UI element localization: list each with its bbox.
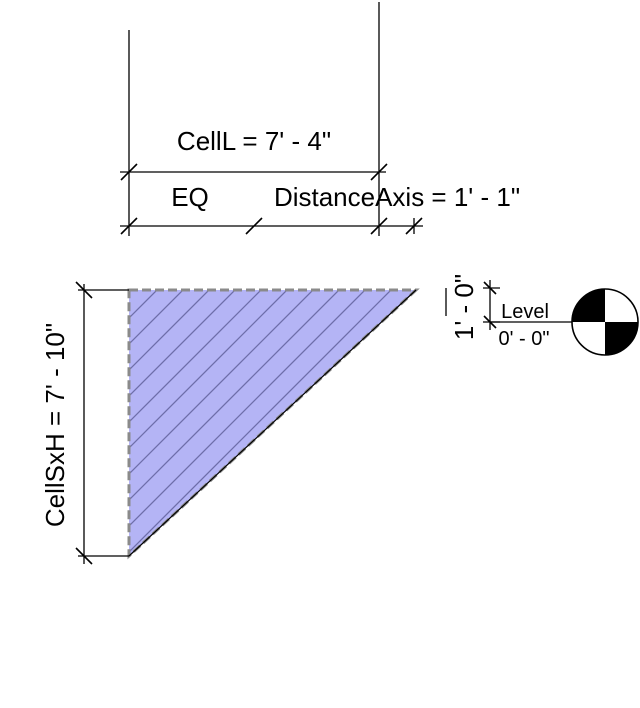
offset-dimension[interactable]: 1' - 0" (445, 274, 500, 340)
dim-tick (75, 547, 93, 565)
dim-tick (245, 217, 263, 235)
cell-height-label: CellSxH = 7' - 10" (40, 323, 70, 527)
dim-tick (75, 281, 93, 299)
eq-label: EQ (171, 182, 209, 212)
hatch-line (129, 290, 396, 556)
dim-tick (120, 163, 138, 181)
dim-tick (370, 163, 388, 181)
distance-axis-label: DistanceAxis = 1' - 1" (274, 182, 520, 212)
hatch-line (129, 290, 292, 556)
cell-length-label: CellL = 7' - 4" (177, 126, 331, 156)
dim-tick (370, 217, 388, 235)
hatch-line (129, 290, 344, 556)
cell-length-dimension[interactable]: CellL = 7' - 4" (120, 2, 388, 236)
hatch-line (129, 290, 266, 556)
hatch-line (129, 290, 240, 556)
level-target-icon (571, 288, 639, 356)
level-marker[interactable]: Level 0' - 0" (490, 288, 639, 356)
hatch-line (129, 290, 416, 556)
hatch-line (129, 290, 318, 556)
level-name: Level (501, 301, 549, 323)
hatch-line (129, 290, 370, 556)
dim-tick (483, 281, 497, 295)
chain-dimension[interactable]: EQ DistanceAxis = 1' - 1" (120, 182, 520, 235)
offset-label: 1' - 0" (449, 274, 479, 340)
hatch-line (129, 290, 188, 556)
level-elevation: 0' - 0" (499, 328, 550, 350)
hatch-line (129, 290, 214, 556)
dim-tick (120, 217, 138, 235)
cell-height-dimension[interactable]: CellSxH = 7' - 10" (40, 281, 129, 565)
dim-tick (405, 217, 423, 235)
triangle-hypotenuse (128, 289, 417, 557)
